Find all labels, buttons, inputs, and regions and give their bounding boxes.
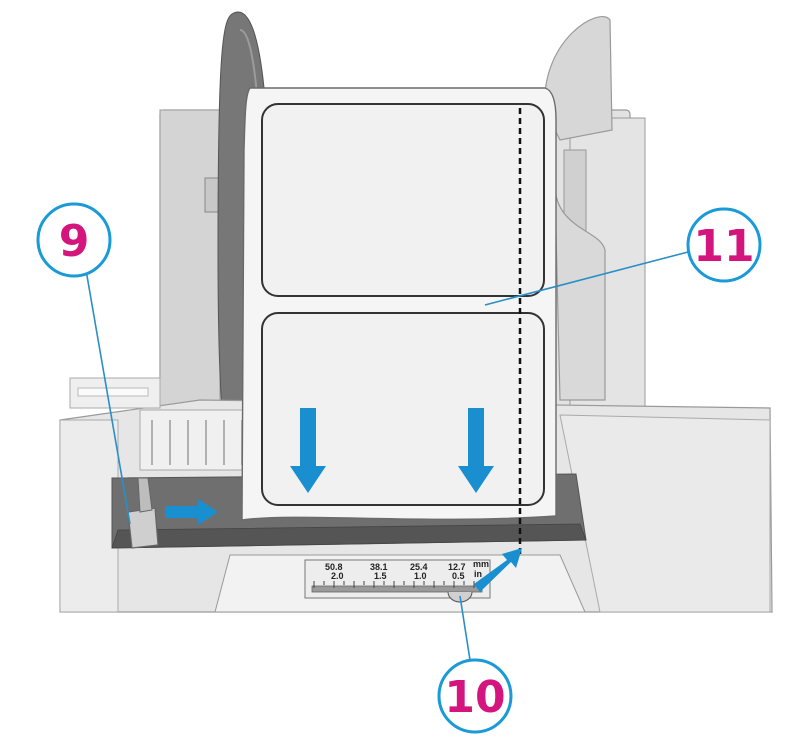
arrow-down-icon xyxy=(290,408,326,493)
direction-arrows xyxy=(165,408,522,592)
ruler-mm-value-2: 38.1 xyxy=(370,562,388,572)
leader-lines xyxy=(85,251,689,661)
callout-9-number: 9 xyxy=(59,216,90,267)
ruler-in-unit: in xyxy=(474,569,482,579)
ruler-in-value-1: 2.0 xyxy=(331,571,344,581)
roll-holder-right xyxy=(544,15,613,401)
ruler: 50.8 38.1 25.4 12.7 mm 2.0 1.5 1.0 0.5 i… xyxy=(304,559,491,603)
ruler-mm-value-3: 25.4 xyxy=(410,562,428,572)
callout-9: 9 xyxy=(36,202,112,278)
ruler-mm-value-4: 12.7 xyxy=(448,562,466,572)
arrow-diagonal-icon xyxy=(474,548,522,592)
label-top xyxy=(261,103,545,297)
callout-11-number: 11 xyxy=(693,221,754,272)
label-stock xyxy=(241,87,557,521)
callout-10-number: 10 xyxy=(444,672,505,723)
leader-line-11 xyxy=(484,251,689,306)
ruler-in-value-4: 0.5 xyxy=(452,571,465,581)
ruler-mm-unit: mm xyxy=(473,559,489,569)
leader-line-10 xyxy=(459,595,471,661)
arrow-right-icon xyxy=(165,499,218,525)
ruler-in-value-2: 1.5 xyxy=(374,571,387,581)
ruler-mm-value-1: 50.8 xyxy=(325,562,343,572)
callout-11: 11 xyxy=(686,207,762,283)
edge-guide xyxy=(127,477,159,549)
ruler-in-value-3: 1.0 xyxy=(414,571,427,581)
leader-line-9 xyxy=(85,269,131,525)
arrow-down-icon xyxy=(458,408,494,493)
callout-10: 10 xyxy=(437,658,513,734)
